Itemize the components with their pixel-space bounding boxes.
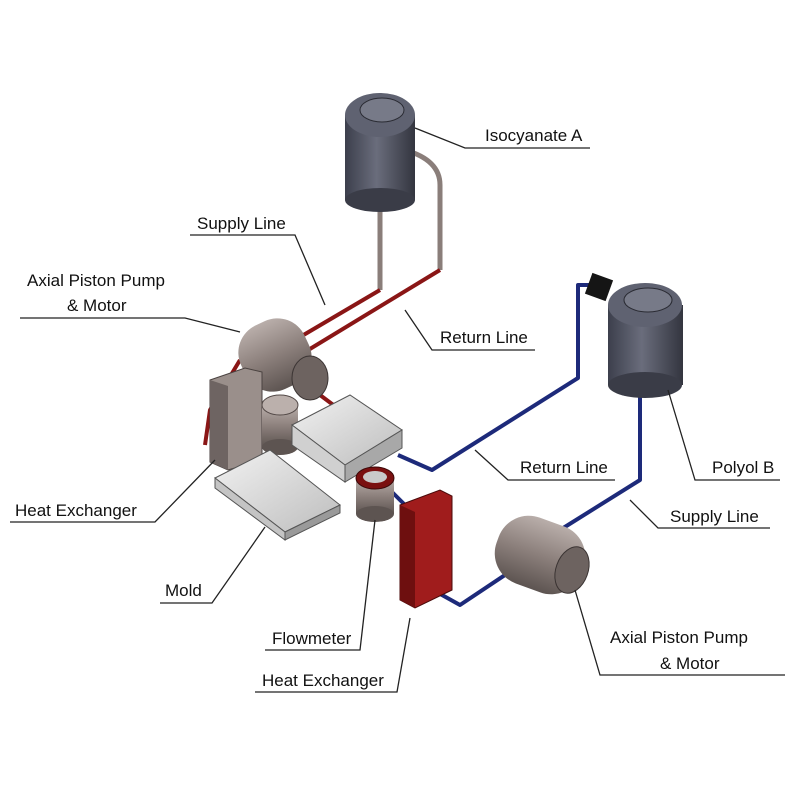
callout-return-line-b: Return Line bbox=[474, 449, 615, 481]
label-return-line-a: Return Line bbox=[440, 328, 528, 347]
callout-isocyanate: Isocyanate A bbox=[414, 126, 590, 149]
flowmeter-b bbox=[355, 466, 395, 522]
callout-heat-exchanger-b: Heat Exchanger bbox=[255, 617, 411, 693]
callout-supply-line-b: Supply Line bbox=[629, 499, 770, 529]
label-polyol: Polyol B bbox=[712, 458, 774, 477]
mold bbox=[214, 449, 341, 541]
label-return-line-b: Return Line bbox=[520, 458, 608, 477]
callout-polyol: Polyol B bbox=[667, 389, 780, 481]
callout-pump-b: Axial Piston Pump & Motor bbox=[574, 589, 785, 676]
label-heat-exchanger-a: Heat Exchanger bbox=[15, 501, 137, 520]
label-pump-a-line2: & Motor bbox=[67, 296, 127, 315]
callout-return-line-a: Return Line bbox=[404, 309, 535, 351]
pump-motor-b bbox=[494, 515, 590, 595]
label-pump-a-line1: Axial Piston Pump bbox=[27, 271, 165, 290]
label-pump-b-line2: & Motor bbox=[660, 654, 720, 673]
label-mold: Mold bbox=[165, 581, 202, 600]
heat-exchanger-b bbox=[399, 489, 453, 609]
label-supply-line-a: Supply Line bbox=[197, 214, 286, 233]
callout-pump-a: Axial Piston Pump & Motor bbox=[20, 271, 241, 333]
control-box bbox=[291, 394, 403, 483]
polyol-tank bbox=[584, 272, 683, 398]
label-pump-b-line1: Axial Piston Pump bbox=[610, 628, 748, 647]
callout-mold: Mold bbox=[160, 526, 266, 604]
label-isocyanate: Isocyanate A bbox=[485, 126, 583, 145]
isocyanate-tank bbox=[345, 93, 415, 212]
callout-flowmeter: Flowmeter bbox=[265, 519, 376, 651]
label-supply-line-b: Supply Line bbox=[670, 507, 759, 526]
callout-heat-exchanger-a: Heat Exchanger bbox=[10, 459, 216, 523]
label-flowmeter: Flowmeter bbox=[272, 629, 352, 648]
heat-exchanger-a bbox=[209, 367, 263, 471]
label-heat-exchanger-b: Heat Exchanger bbox=[262, 671, 384, 690]
callout-supply-line-a: Supply Line bbox=[190, 214, 326, 306]
